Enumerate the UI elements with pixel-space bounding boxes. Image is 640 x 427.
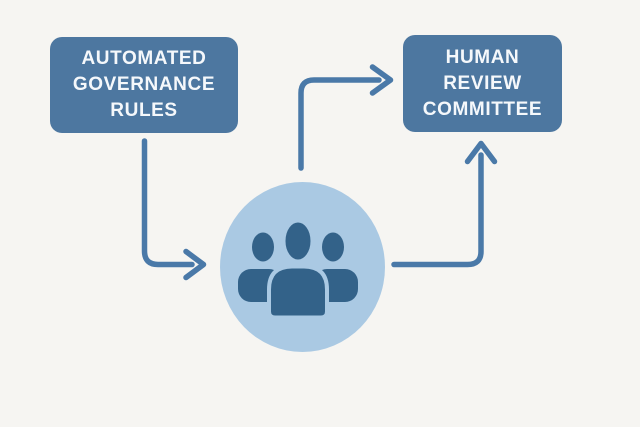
people-group-icon: [238, 218, 358, 320]
arrowhead-right-icon: [369, 64, 394, 96]
arrow-group-to-committee-bottom: [391, 140, 498, 268]
person-head: [252, 232, 274, 262]
arrow-rules-to-group: [141, 138, 207, 281]
arrowhead-up-icon: [464, 140, 498, 165]
arrow-group-to-committee-top: [298, 64, 394, 171]
arrowhead-right-icon: [183, 248, 207, 281]
node-label-line: COMMITTEE: [422, 98, 543, 120]
node-label-line: GOVERNANCE: [72, 74, 216, 95]
flow-arrows: [141, 64, 498, 281]
node-label-line: AUTOMATED: [81, 48, 207, 69]
person-head: [322, 232, 344, 262]
node-human-review-committee: HUMAN REVIEW COMMITTEE: [403, 35, 562, 132]
node-label-line: HUMAN: [445, 46, 520, 68]
node-automated-governance-rules: AUTOMATED GOVERNANCE RULES: [50, 37, 238, 133]
person-body: [267, 264, 329, 320]
person-front: [267, 218, 329, 320]
person-head: [281, 218, 315, 264]
node-label-line: REVIEW: [443, 72, 522, 94]
node-label-line: RULES: [110, 100, 178, 121]
